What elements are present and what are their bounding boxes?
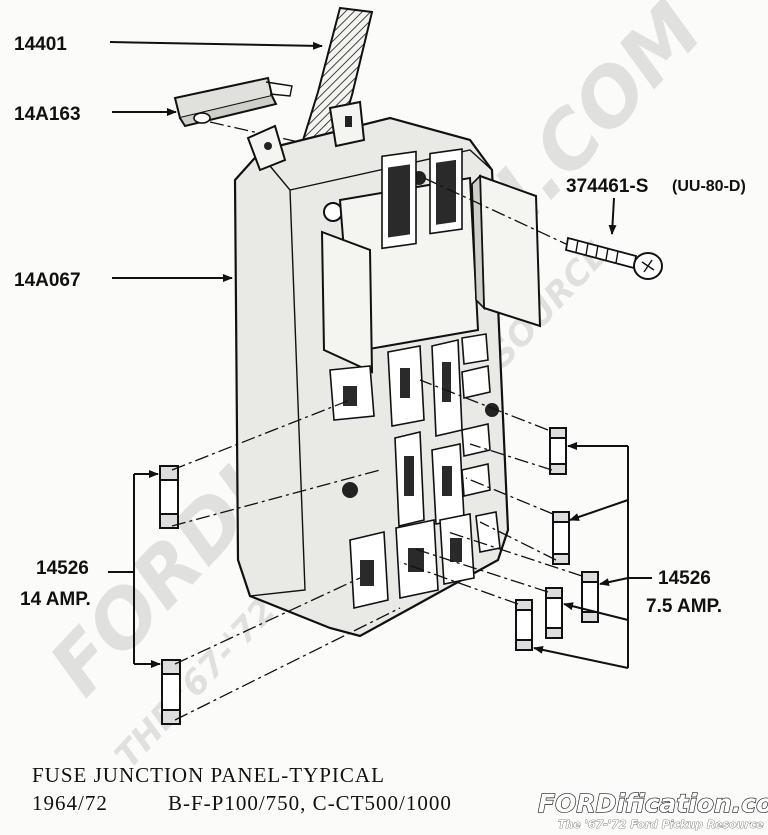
- callout-fuse-75-rating: 7.5 AMP.: [646, 596, 722, 617]
- fuse-14amp-lower: [161, 659, 181, 725]
- logo-tagline-text: The '67-'72 Ford Pickup Resource: [558, 818, 764, 831]
- callout-panel: 14A067: [14, 270, 81, 291]
- callout-screw: 374461-S: [566, 176, 648, 197]
- callout-clip: 14A163: [14, 104, 81, 125]
- fuse-7-5amp-2: [552, 511, 570, 565]
- clip-part: [173, 76, 293, 128]
- caption-models: B-F-P100/750, C-CT500/1000: [168, 791, 452, 815]
- site-logo: FORDification.com The '67-'72 Ford Picku…: [537, 788, 768, 831]
- fuse-14amp-upper: [159, 465, 179, 529]
- callout-fuse-14-part: 14526: [36, 558, 89, 579]
- screw-alignment-line: [423, 177, 567, 245]
- caption-title: FUSE JUNCTION PANEL-TYPICAL: [32, 763, 385, 787]
- logo-main-text: FORDification.com: [538, 789, 768, 818]
- fuse-7-5amp-4: [545, 587, 563, 639]
- caption-years: 1964/72: [32, 791, 108, 815]
- callout-wire-harness: 14401: [14, 34, 67, 55]
- screw-part: [564, 236, 663, 280]
- fuse-7-5amp-5: [515, 599, 533, 651]
- fuse-7-5amp-3: [581, 571, 599, 623]
- callout-fuse-75-part: 14526: [658, 568, 711, 589]
- junction-panel: [233, 100, 542, 638]
- callout-screw-code: (UU-80-D): [672, 178, 746, 195]
- fuse-7-5amp-1: [549, 427, 567, 475]
- callout-fuse-14-rating: 14 AMP.: [20, 589, 91, 610]
- callout-leaders: [108, 41, 652, 669]
- fuse-alignment-lines: [171, 379, 583, 721]
